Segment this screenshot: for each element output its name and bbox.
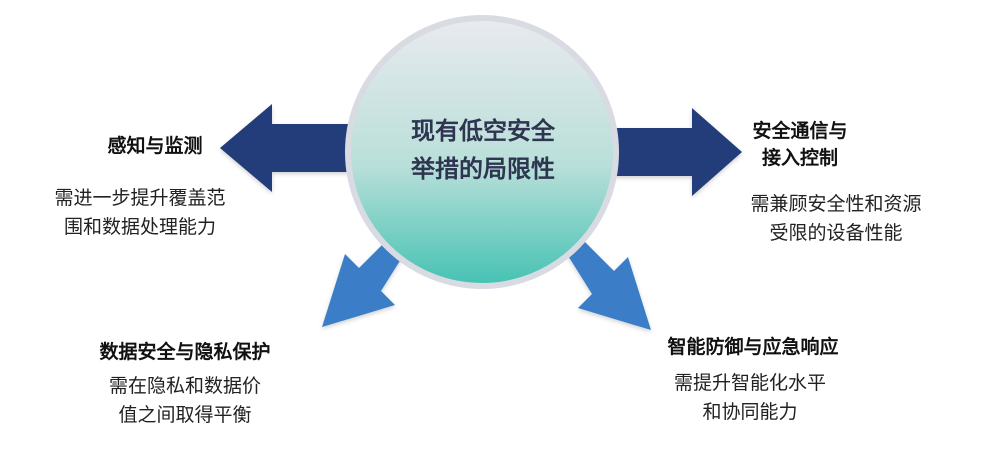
- item-sensing-desc-line2: 围和数据处理能力: [63, 216, 216, 238]
- center-label-line1: 现有低空安全: [411, 117, 555, 145]
- arrow-lower-right: [560, 230, 651, 330]
- center-label-line2: 举措的局限性: [411, 155, 555, 183]
- item-privacy-desc-line2: 值之间取得平衡: [118, 404, 252, 426]
- item-comm-title-line2: 接入控制: [761, 147, 838, 169]
- item-sensing-desc-line1: 需进一步提升覆盖范: [54, 187, 226, 209]
- item-defense-desc-line2: 和协同能力: [702, 401, 798, 423]
- item-sensing: 感知与监测: [40, 133, 270, 160]
- center-circle: [345, 15, 619, 289]
- item-comm-desc: 需兼顾安全性和资源 受限的设备性能: [716, 190, 956, 248]
- item-comm-title-line1: 安全通信与: [752, 120, 848, 142]
- item-defense-desc: 需提升智能化水平 和协同能力: [640, 369, 860, 427]
- item-privacy-title: 数据安全与隐私保护: [60, 339, 310, 366]
- item-sensing-title: 感知与监测: [107, 135, 203, 157]
- arrow-left: [220, 104, 360, 192]
- center-label: 现有低空安全 举措的局限性: [370, 112, 596, 188]
- item-sensing-desc: 需进一步提升覆盖范 围和数据处理能力: [20, 184, 260, 242]
- item-privacy-title-line1: 数据安全与隐私保护: [99, 341, 271, 363]
- item-privacy-desc: 需在隐私和数据价 值之间取得平衡: [70, 372, 300, 430]
- arrow-right: [600, 108, 742, 196]
- item-comm-title: 安全通信与 接入控制: [700, 118, 900, 172]
- item-defense-title-line1: 智能防御与应急响应: [667, 336, 839, 358]
- item-privacy-desc-line1: 需在隐私和数据价: [108, 375, 261, 397]
- item-defense-title: 智能防御与应急响应: [628, 334, 878, 361]
- item-comm-desc-line2: 受限的设备性能: [769, 222, 903, 244]
- item-comm-desc-line1: 需兼顾安全性和资源: [750, 193, 922, 215]
- item-defense-desc-line1: 需提升智能化水平: [673, 372, 826, 394]
